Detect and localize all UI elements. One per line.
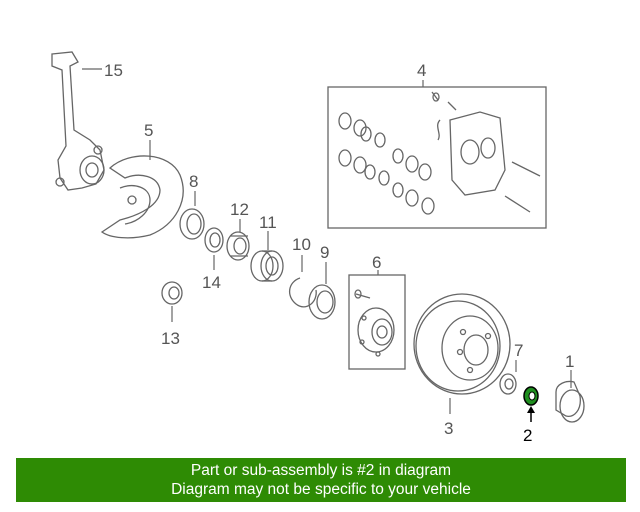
dust-shield-part[interactable] — [100, 155, 184, 239]
callout-5: 5 — [144, 121, 153, 140]
callout-4: 4 — [417, 61, 426, 80]
small-seal-part[interactable] — [161, 281, 183, 305]
axle-nut-part-highlighted[interactable] — [523, 386, 539, 406]
callout-6: 6 — [372, 253, 381, 272]
callout-12: 12 — [230, 200, 249, 219]
hub-cap-part[interactable] — [555, 380, 585, 423]
callout-13: 13 — [161, 329, 180, 348]
hub-assembly-box[interactable] — [348, 274, 406, 370]
callout-11: 11 — [259, 213, 277, 232]
hub-parts — [354, 289, 395, 357]
outer-bearing-part[interactable] — [250, 250, 284, 282]
steering-knuckle-part[interactable] — [51, 51, 105, 191]
snap-ring-part[interactable] — [289, 277, 317, 308]
callout-2: 2 — [523, 426, 532, 445]
callout-15: 15 — [104, 61, 123, 80]
brake-rotor-part[interactable] — [413, 293, 511, 395]
caliper-parts — [338, 91, 541, 215]
callout-10: 10 — [292, 235, 311, 254]
oil-seal-part[interactable] — [179, 208, 205, 240]
caliper-assembly-box[interactable] — [327, 86, 547, 229]
callout-14: 14 — [202, 273, 221, 292]
inner-bearing-part[interactable] — [226, 231, 250, 261]
hub-seal-part[interactable] — [308, 284, 336, 320]
callout-7: 7 — [514, 341, 523, 360]
lock-washer-part[interactable] — [499, 373, 517, 395]
callout-1: 1 — [565, 352, 574, 371]
callout-8: 8 — [189, 172, 198, 191]
banner-line-2: Diagram may not be specific to your vehi… — [171, 481, 471, 498]
banner-line-1: Part or sub-assembly is #2 in diagram — [190, 462, 452, 479]
info-banner: Part or sub-assembly is #2 in diagram Di… — [16, 458, 626, 502]
callout-9: 9 — [320, 243, 329, 262]
callout-3: 3 — [444, 419, 453, 438]
bearing-race-part[interactable] — [204, 227, 224, 253]
parts-diagram: 15 5 8 14 12 11 10 — [51, 51, 585, 445]
